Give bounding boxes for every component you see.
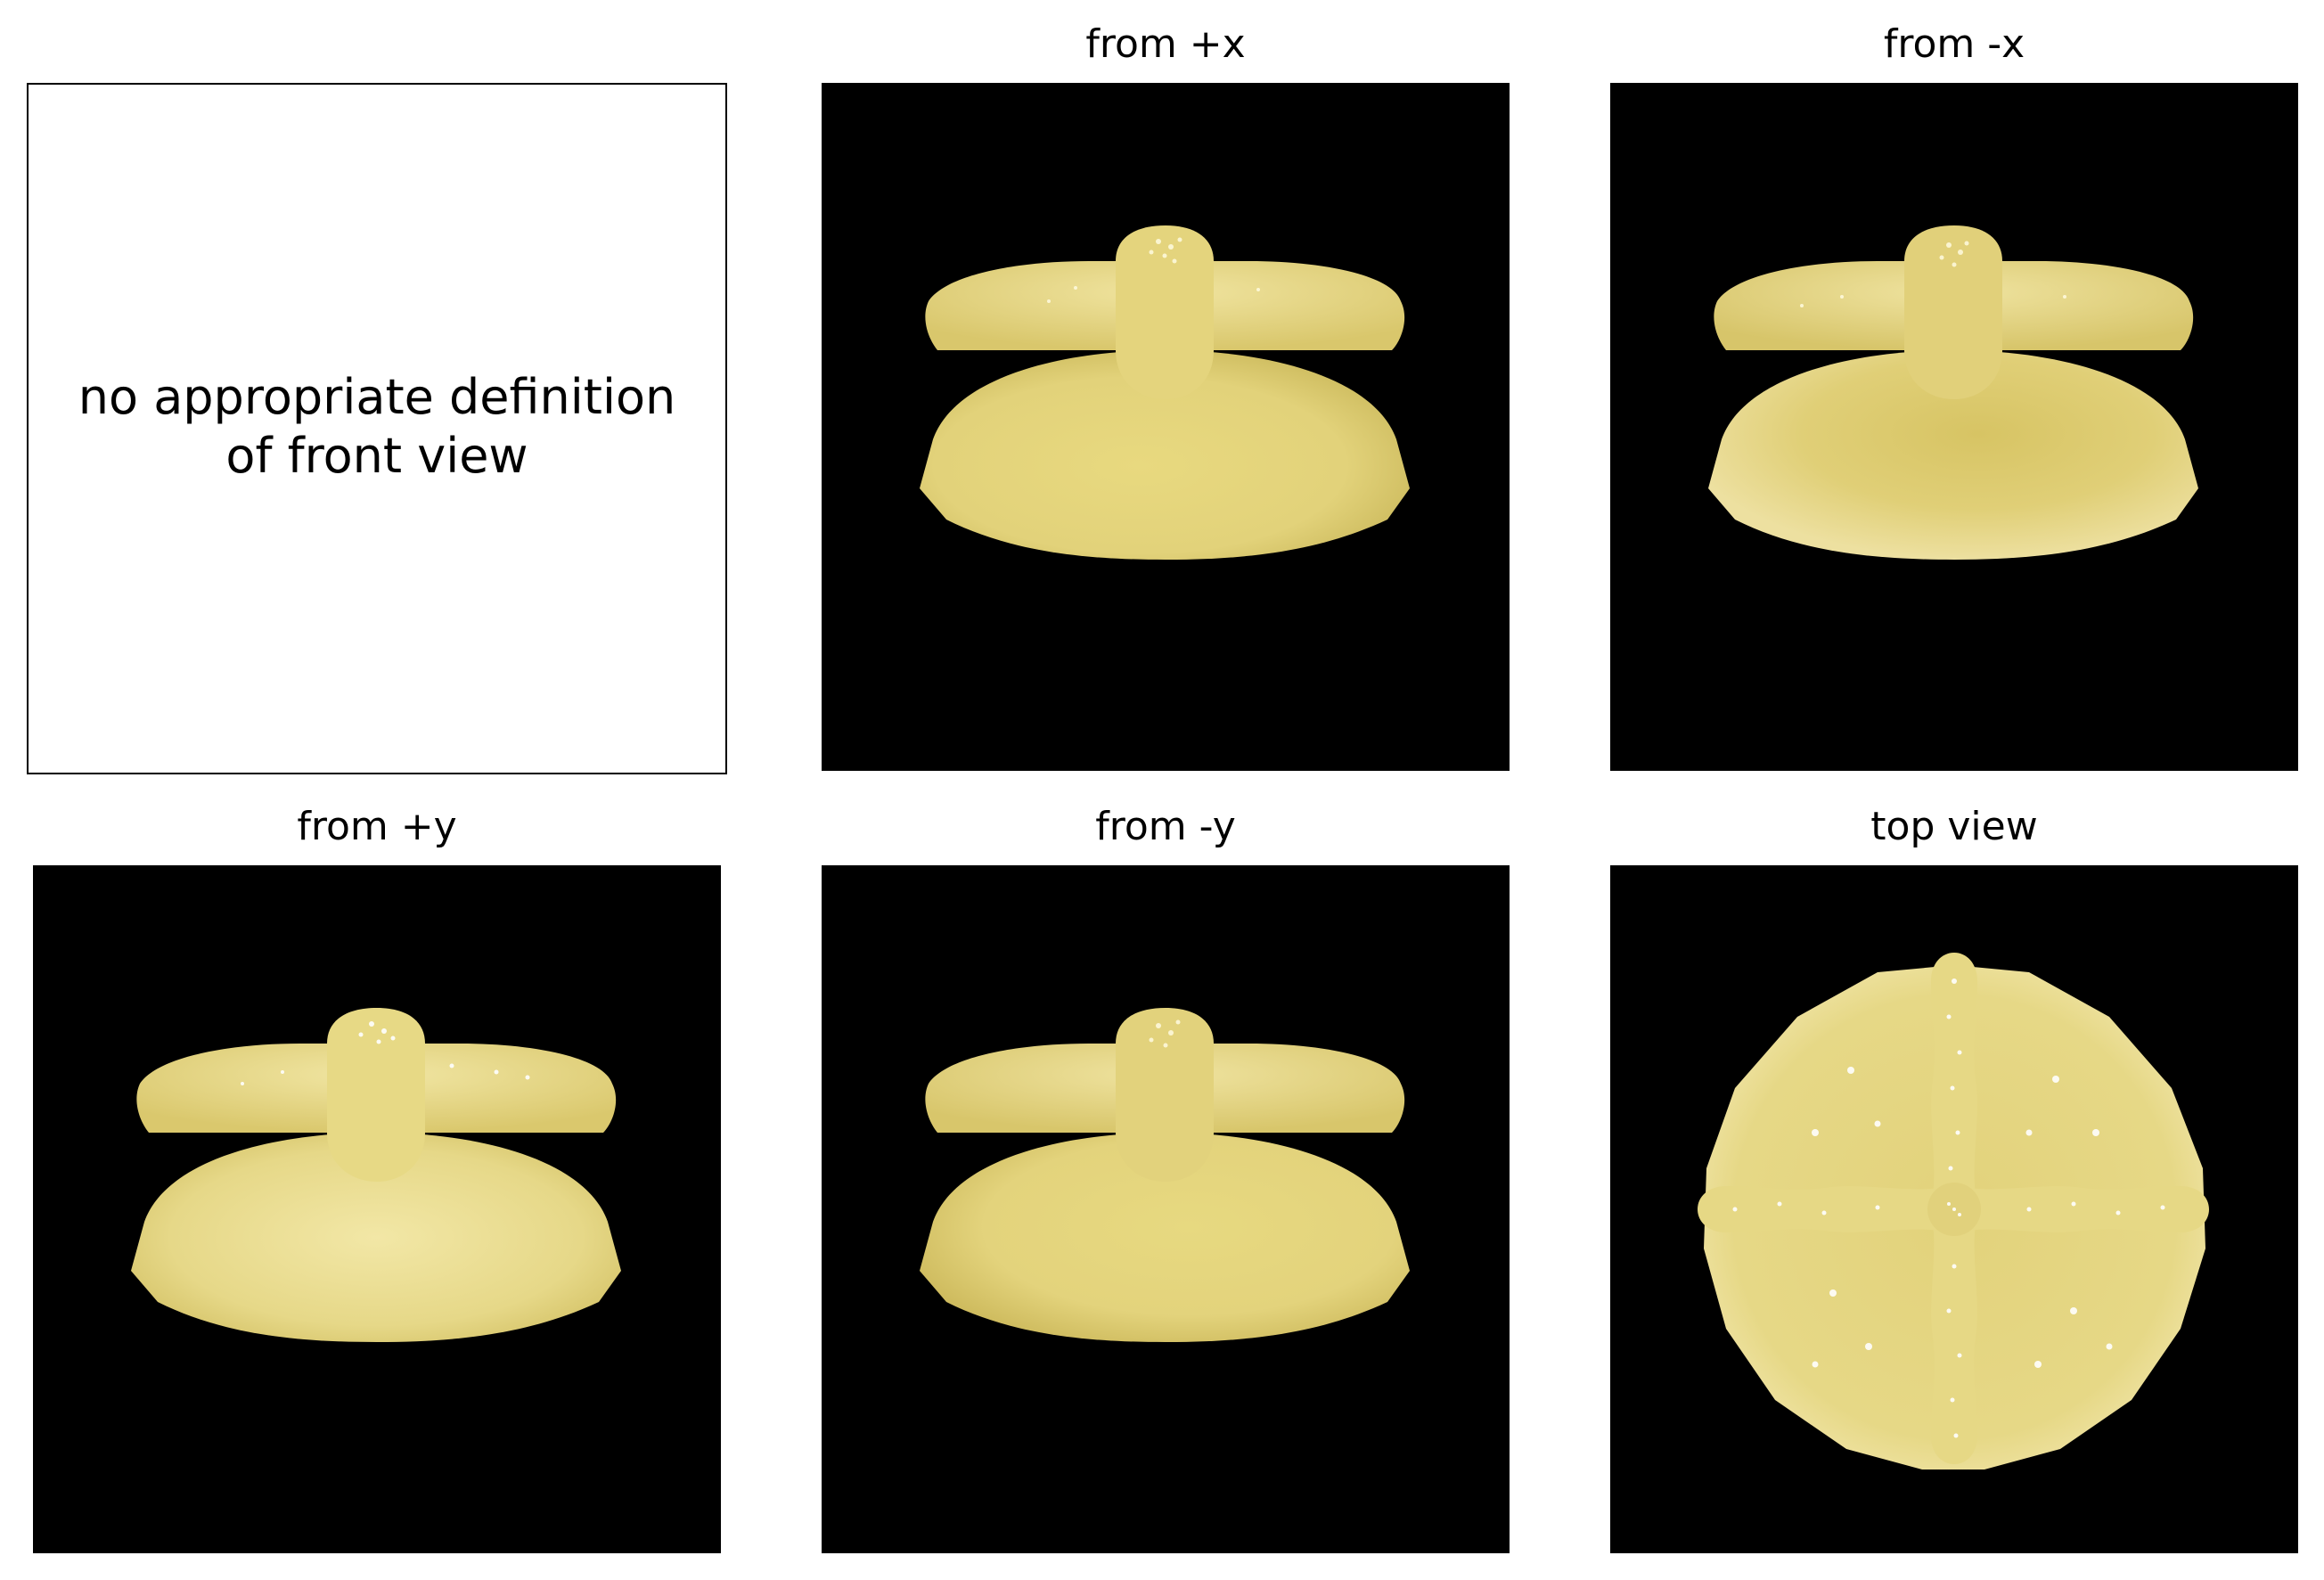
view-title-minus-x: from -x (1883, 21, 2025, 67)
bun-side-view (131, 1008, 621, 1342)
render-top (1610, 865, 2298, 1553)
render-minus-y (822, 865, 1510, 1553)
view-title-plus-x: from +x (1085, 21, 1246, 67)
render-plus-y (33, 865, 721, 1553)
front-view-frame (27, 83, 727, 774)
render-plus-x (822, 83, 1510, 771)
bun-side-view (920, 225, 1410, 560)
view-panel-plus-x (822, 83, 1510, 771)
front-view-message-line2: of front view (225, 428, 528, 484)
front-view-message-line1: no appropriate definition (78, 369, 676, 425)
view-title-top: top view (1870, 804, 2038, 849)
bun-top-view (1698, 953, 2209, 1469)
front-view-panel: no appropriate definition of front view (27, 83, 727, 774)
view-title-minus-y: from -y (1095, 804, 1236, 849)
view-title-plus-y: from +y (297, 804, 457, 849)
render-minus-x (1610, 83, 2298, 771)
view-panel-minus-x (1610, 83, 2298, 771)
front-view-message: no appropriate definition of front view (27, 368, 727, 486)
bun-side-view (1708, 225, 2198, 560)
bun-side-view (920, 1008, 1410, 1342)
view-panel-plus-y (33, 865, 721, 1553)
view-panel-minus-y (822, 865, 1510, 1553)
view-panel-top (1610, 865, 2298, 1553)
